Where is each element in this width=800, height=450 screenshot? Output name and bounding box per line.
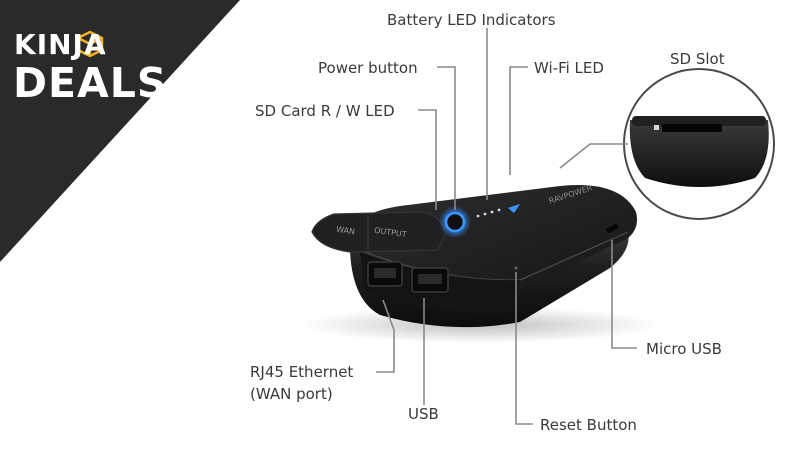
badge-title-deals: DEALS bbox=[13, 59, 168, 107]
callout-usb: USB bbox=[408, 405, 439, 423]
callout-sd-rw-led: SD Card R / W LED bbox=[255, 102, 395, 120]
sd-slot-inset bbox=[623, 68, 775, 220]
callout-wifi-led: Wi-Fi LED bbox=[534, 59, 604, 77]
callout-sd-slot: SD Slot bbox=[670, 50, 725, 68]
callout-rj45-line1: RJ45 Ethernet bbox=[250, 363, 354, 381]
kinja-deals-badge bbox=[0, 0, 240, 262]
callout-reset-button: Reset Button bbox=[540, 416, 637, 434]
leader-lines bbox=[376, 28, 637, 425]
callout-power-button: Power button bbox=[318, 59, 418, 77]
callout-rj45-line2: (WAN port) bbox=[250, 385, 333, 403]
callout-micro-usb: Micro USB bbox=[646, 340, 722, 358]
callout-battery-led: Battery LED Indicators bbox=[387, 11, 556, 29]
badge-title-kinja: KINJA bbox=[14, 28, 107, 61]
travel-router-device bbox=[311, 185, 637, 328]
package-box-icon bbox=[76, 30, 104, 58]
